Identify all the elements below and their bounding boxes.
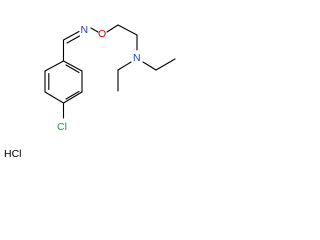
structure-diagram: N O N Cl HCl [0,0,182,160]
ring-bond [44,91,65,104]
molecule-drawing: N O N Cl HCl [4,24,176,160]
chlorine-label: Cl [57,121,67,133]
n-ethyl-bond [117,61,132,71]
ring-bond [44,60,65,72]
hcl-salt-label: HCl [4,148,22,160]
ethyl-bond [155,58,176,71]
imine-nitrogen-label: N [81,24,89,36]
n-o-bond [90,27,99,33]
amine-nitrogen-label: N [133,52,141,64]
n-ethyl-bond [142,61,157,71]
ring-double-bond [65,90,80,100]
oxime-oxygen-label: O [98,28,106,40]
c-n-double-bond [66,35,81,44]
ring-bond [62,60,83,72]
atom-labels: N O N Cl HCl [4,24,141,160]
ch2-ch2-bond [117,24,138,36]
o-ch2-bond [106,24,119,33]
c-n-double-bond [62,30,80,41]
bonds [44,24,176,119]
ring-double-bond [65,64,80,74]
ring-bond [62,91,83,104]
